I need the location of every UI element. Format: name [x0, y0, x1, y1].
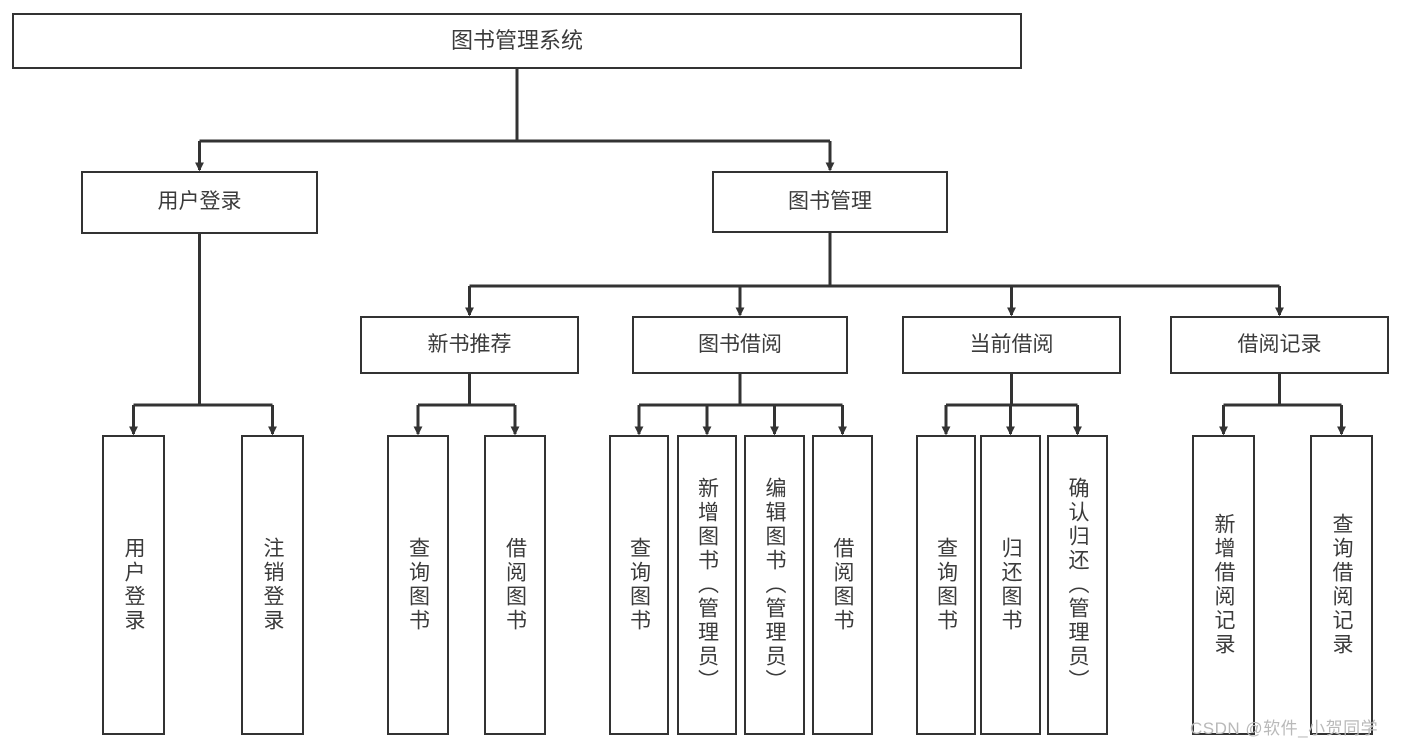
- leaf-borrow-edit-label: 编辑图书（管理员）: [763, 477, 786, 693]
- leaf-borrow-query[interactable]: 查询图书: [609, 435, 669, 735]
- leaf-user-login-label: 用户登录: [122, 537, 145, 633]
- node-borrow-record[interactable]: 借阅记录: [1170, 316, 1389, 374]
- leaf-borrow-borrow-label: 借阅图书: [831, 537, 854, 633]
- node-borrow-record-label: 借阅记录: [1237, 332, 1322, 356]
- leaf-record-query-label: 查询借阅记录: [1330, 513, 1353, 657]
- leaf-borrow-edit[interactable]: 编辑图书（管理员）: [744, 435, 805, 735]
- leaf-user-login[interactable]: 用户登录: [102, 435, 165, 735]
- leaf-current-query-label: 查询图书: [934, 537, 958, 633]
- leaf-borrow-add-label: 新增图书（管理员）: [695, 477, 719, 693]
- leaf-borrow-add[interactable]: 新增图书（管理员）: [677, 435, 737, 735]
- leaf-record-add[interactable]: 新增借阅记录: [1192, 435, 1255, 735]
- leaf-current-confirm-return[interactable]: 确认归还（管理员）: [1047, 435, 1108, 735]
- leaf-user-logout[interactable]: 注销登录: [241, 435, 304, 735]
- leaf-current-confirm-return-label: 确认归还（管理员）: [1066, 477, 1089, 693]
- node-current-borrow[interactable]: 当前借阅: [902, 316, 1121, 374]
- node-book-borrow[interactable]: 图书借阅: [632, 316, 848, 374]
- node-new-book-recommend[interactable]: 新书推荐: [360, 316, 579, 374]
- leaf-newbook-query[interactable]: 查询图书: [387, 435, 449, 735]
- node-book-management[interactable]: 图书管理: [712, 171, 948, 233]
- csdn-watermark: CSDN @软件_小贺同学: [1190, 719, 1379, 738]
- leaf-user-logout-label: 注销登录: [261, 537, 284, 633]
- node-new-book-recommend-label: 新书推荐: [427, 332, 512, 356]
- leaf-newbook-query-label: 查询图书: [406, 537, 430, 633]
- leaf-newbook-borrow[interactable]: 借阅图书: [484, 435, 546, 735]
- leaf-newbook-borrow-label: 借阅图书: [503, 537, 527, 633]
- leaf-borrow-borrow[interactable]: 借阅图书: [812, 435, 873, 735]
- leaf-record-add-label: 新增借阅记录: [1212, 513, 1235, 657]
- leaf-current-return-label: 归还图书: [999, 537, 1022, 633]
- leaf-borrow-query-label: 查询图书: [627, 537, 651, 633]
- node-book-borrow-label: 图书借阅: [698, 332, 782, 356]
- leaf-current-query[interactable]: 查询图书: [916, 435, 976, 735]
- node-root-label: 图书管理系统: [450, 28, 583, 54]
- node-current-borrow-label: 当前借阅: [969, 332, 1054, 356]
- node-root[interactable]: 图书管理系统: [12, 13, 1022, 69]
- leaf-record-query[interactable]: 查询借阅记录: [1310, 435, 1373, 735]
- node-user-login[interactable]: 用户登录: [81, 171, 318, 234]
- node-book-management-label: 图书管理: [788, 189, 872, 213]
- leaf-current-return[interactable]: 归还图书: [980, 435, 1041, 735]
- node-user-login-label: 用户登录: [157, 190, 242, 214]
